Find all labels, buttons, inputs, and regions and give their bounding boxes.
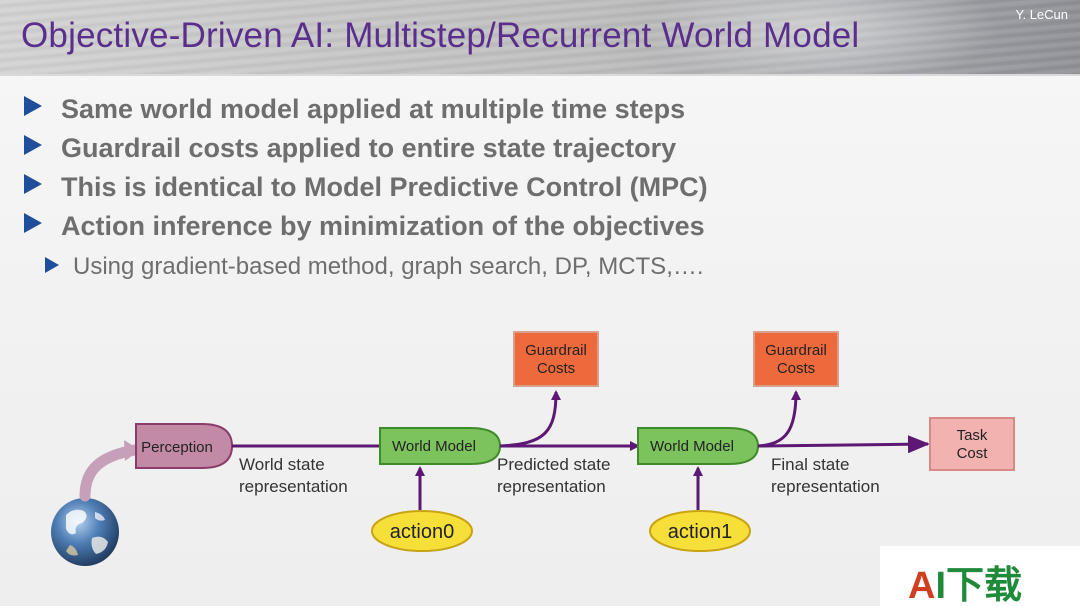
- slide-header: Objective-Driven AI: Multistep/Recurrent…: [0, 0, 1080, 74]
- bullet-item: Guardrail costs applied to entire state …: [24, 133, 676, 164]
- sub-bullet-text: Using gradient-based method, graph searc…: [73, 253, 704, 280]
- task-cost-node: [929, 417, 1015, 471]
- sub-bullet-item: Using gradient-based method, graph searc…: [45, 253, 704, 281]
- action0-node: [371, 510, 473, 552]
- perception-label: Perception: [141, 439, 213, 456]
- bullet-item: Action inference by minimization of the …: [24, 211, 705, 242]
- author-credit: Y. LeCun: [1015, 7, 1068, 22]
- bullet-text: Guardrail costs applied to entire state …: [61, 133, 677, 163]
- guardrail-label-1-line2: Costs: [537, 360, 575, 377]
- guardrail-label-2-line2: Costs: [777, 360, 815, 377]
- watermark-logo: AI下载: [880, 546, 1080, 606]
- final-state-label-line2: representation: [771, 477, 880, 496]
- predicted-state-label-line1: Predicted state: [497, 455, 610, 474]
- bullet-marker-icon: [24, 174, 42, 194]
- guardrail-label-2-line1: Guardrail: [765, 342, 827, 359]
- bullet-text: Same world model applied at multiple tim…: [61, 94, 686, 124]
- bullet-marker-icon: [24, 213, 42, 233]
- earth-arrow-head: [124, 440, 140, 461]
- bullet-marker-icon: [24, 135, 42, 155]
- action1-node: [649, 510, 751, 552]
- world-model-node-2: [637, 427, 760, 465]
- header-texture: [0, 0, 1080, 74]
- watermark-a: A: [908, 565, 936, 606]
- guardrail-label-1-line1: Guardrail: [525, 342, 587, 359]
- guardrail-arrow-2: [757, 390, 801, 448]
- world-state-label-line2: representation: [239, 477, 348, 496]
- action1-label: action1: [668, 521, 733, 543]
- bullet-text: Action inference by minimization of the …: [61, 211, 705, 241]
- watermark-text: AI下载: [908, 554, 1022, 606]
- action0-label: action0: [390, 521, 455, 543]
- guardrail-costs-node-2: [753, 331, 839, 387]
- slide-title: Objective-Driven AI: Multistep/Recurrent…: [21, 16, 860, 55]
- header-divider: [0, 74, 1080, 76]
- predicted-state-label-line2: representation: [497, 477, 606, 496]
- bullet-item: This is identical to Model Predictive Co…: [24, 172, 708, 203]
- final-state-label-line1: Final state: [771, 455, 849, 474]
- watermark-rest: I下载: [935, 565, 1023, 606]
- bullet-marker-icon: [24, 96, 42, 116]
- task-cost-label-line1: Task: [957, 427, 988, 444]
- guardrail-costs-node-1: [513, 331, 599, 387]
- world-state-label-line1: World state: [239, 455, 325, 474]
- bullet-text: This is identical to Model Predictive Co…: [61, 172, 708, 202]
- guardrail-arrow-1: [499, 390, 561, 448]
- bullet-item: Same world model applied at multiple tim…: [24, 94, 685, 125]
- perception-node: [135, 423, 234, 469]
- earth-globe-icon: [51, 498, 119, 566]
- final-state-edge: [757, 435, 930, 454]
- sub-bullet-marker-icon: [45, 257, 59, 273]
- world-model-label-2: World Model: [650, 438, 734, 455]
- header-glow: [640, 0, 1000, 74]
- task-cost-label-line2: Cost: [957, 445, 989, 462]
- world-model-label-1: World Model: [392, 438, 476, 455]
